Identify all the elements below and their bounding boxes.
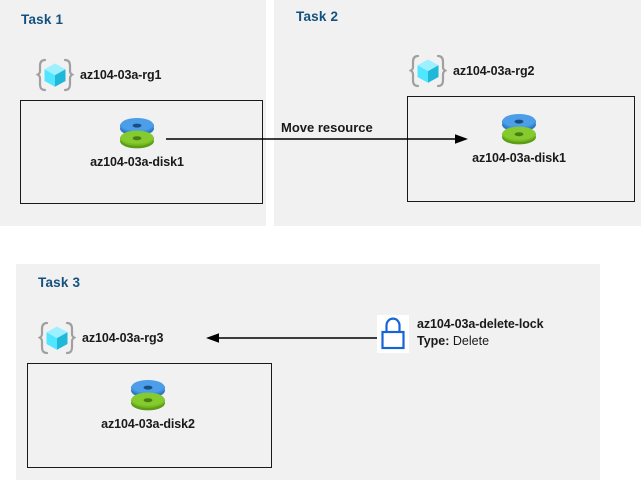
resource-group-boundary-rg2 [407,96,635,202]
lock-type-key: Type: [417,333,450,348]
resource-group-cube-icon [36,58,74,92]
lock-name-label: az104-03a-delete-lock [417,317,544,331]
move-resource-arrow [166,134,468,144]
resource-lock-node: az104-03a-delete-lock Type: Delete [377,315,544,353]
resource-label-disk1-task2: az104-03a-disk1 [472,151,566,165]
managed-disk-icon [131,380,165,411]
resource-node-disk2-task3: az104-03a-disk2 [63,372,233,431]
resource-node-disk1-task1: az104-03a-disk1 [52,110,222,169]
resource-group-label-rg1: az104-03a-rg1 [80,68,162,82]
resource-label-disk1-task1: az104-03a-disk1 [90,155,184,169]
panel-task-2: Task 2 az104-03a-rg2 [274,0,641,226]
resource-group-node-rg3: az104-03a-rg3 [38,320,163,356]
panel-title-task-1: Task 1 [21,12,64,27]
resource-group-boundary-rg3 [27,363,272,468]
padlock-icon [377,315,409,353]
resource-group-label-rg2: az104-03a-rg2 [453,64,535,78]
panel-task-1: Task 1 az104-03a-rg1 [0,0,266,226]
resource-group-cube-icon [409,54,447,88]
resource-group-label-rg3: az104-03a-rg3 [82,331,164,345]
resource-label-disk2-task3: az104-03a-disk2 [101,417,195,431]
panel-task-3: Task 3 az104-03a-rg3 [16,264,600,480]
resource-group-node-rg2: az104-03a-rg2 [409,53,534,89]
lock-type-row: Type: Delete [417,334,543,350]
lock-type-value: Delete [452,333,490,348]
resource-group-boundary-rg1 [20,100,263,204]
managed-disk-icon [502,114,536,145]
lock-applies-arrow [206,333,378,343]
move-resource-caption: Move resource [281,120,373,135]
panel-title-task-2: Task 2 [296,9,339,24]
resource-node-disk1-task2: az104-03a-disk1 [434,106,604,165]
panel-title-task-3: Task 3 [38,275,81,290]
resource-group-cube-icon [38,321,76,355]
resource-group-node-rg1: az104-03a-rg1 [36,57,161,93]
managed-disk-icon [120,118,154,149]
lock-text-block: az104-03a-delete-lock Type: Delete [417,317,544,350]
